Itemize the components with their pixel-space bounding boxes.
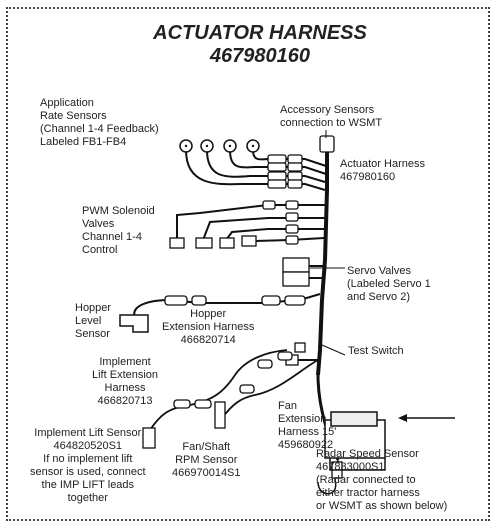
hopper-connector-4 bbox=[284, 295, 306, 306]
test-switch-2 bbox=[294, 342, 306, 353]
fan-rpm-sensor-label: Fan/Shaft RPM Sensor 466970014S1 bbox=[172, 441, 241, 479]
pwm-solenoid-3 bbox=[219, 237, 235, 249]
rate-branch-2 bbox=[206, 149, 326, 183]
wsmt-connector bbox=[319, 135, 335, 153]
impl-connector-1 bbox=[173, 399, 191, 409]
accessory-sensors-label: Accessory Sensors connection to WSMT bbox=[280, 104, 383, 129]
diagram-title: ACTUATOR HARNESS bbox=[153, 22, 367, 44]
radar-lead bbox=[317, 459, 339, 495]
rate-connector-2 bbox=[267, 162, 287, 172]
radar-sensor bbox=[324, 411, 386, 471]
pwm-solenoid-1 bbox=[169, 237, 185, 249]
pwm-solenoid-4 bbox=[241, 235, 257, 247]
rate-connector-3 bbox=[267, 171, 287, 181]
rate-connector-1 bbox=[267, 154, 287, 164]
diagram-frame bbox=[6, 7, 490, 521]
servo-connector-1 bbox=[282, 257, 310, 273]
impl-lift-sensor bbox=[142, 427, 156, 449]
pwm-connector-2 bbox=[285, 200, 299, 210]
hopper-connector-3 bbox=[261, 295, 281, 306]
rate-connector-4 bbox=[267, 179, 287, 189]
main-trunk bbox=[316, 150, 329, 376]
test-switch-label: Test Switch bbox=[348, 345, 404, 357]
pwm-valves-label: PWM Solenoid Valves Channel 1-4 Control bbox=[82, 205, 155, 256]
hopper-harness bbox=[133, 293, 321, 319]
fan-connector-3 bbox=[239, 384, 255, 394]
impl-lift-sensor-label: Implement Lift Sensor 464820520S1 If no … bbox=[30, 427, 146, 504]
actuator-harness-label: Actuator Harness 467980160 bbox=[340, 158, 425, 183]
fan-ext-harness bbox=[221, 359, 319, 419]
rate-branch-3 bbox=[229, 149, 327, 175]
fan-connector-2 bbox=[277, 351, 293, 361]
part-number: 467980160 bbox=[209, 45, 311, 67]
rate-branch-1 bbox=[185, 149, 326, 191]
pwm-solenoid-2 bbox=[195, 237, 213, 249]
fan-extension-label: Fan Extension Harness 15' 459680922 bbox=[278, 400, 337, 451]
hopper-sensor-label: Hopper Level Sensor bbox=[75, 302, 112, 340]
radar-speed-sensor-label: Radar Speed Sensor 467833000S1 (Radar co… bbox=[316, 448, 448, 512]
fan-connector-1 bbox=[257, 359, 273, 369]
impl-ext-harness bbox=[149, 349, 288, 431]
fan-rpm-sensor bbox=[214, 401, 226, 429]
hopper-connector-1 bbox=[164, 295, 188, 306]
radar-arrow bbox=[398, 414, 455, 422]
pwm-connector-1 bbox=[262, 200, 276, 210]
test-switch-leader bbox=[321, 344, 346, 356]
impl-connector-2 bbox=[194, 399, 212, 409]
pwm-branch-1 bbox=[176, 204, 325, 240]
hopper-level-sensor bbox=[119, 314, 149, 333]
hopper-connector-2 bbox=[191, 295, 207, 306]
impl-lift-extension-label: Implement Lift Extension Harness 4668207… bbox=[92, 356, 159, 407]
rate-sensors-label: Application Rate Sensors (Channel 1-4 Fe… bbox=[40, 97, 159, 148]
servo-connector-2 bbox=[282, 271, 310, 287]
hopper-extension-label: Hopper Extension Harness 466820714 bbox=[162, 308, 255, 346]
servo-valves-label: Servo Valves (Labeled Servo 1 and Servo … bbox=[347, 265, 431, 303]
